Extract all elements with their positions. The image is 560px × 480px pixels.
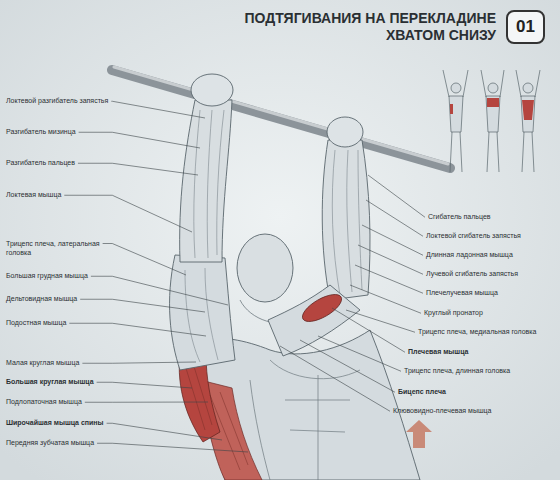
muscle-label: Трицепс плеча, латеральная головка bbox=[6, 240, 106, 257]
torso-lines bbox=[250, 360, 360, 480]
muscle-label: Лучевой сгибатель запястья bbox=[426, 270, 518, 279]
brachialis bbox=[298, 289, 345, 327]
leader-line bbox=[346, 310, 415, 332]
leader-line bbox=[368, 175, 425, 217]
leader-line bbox=[111, 101, 205, 118]
leader-line bbox=[82, 362, 196, 363]
number-badge: 01 bbox=[506, 10, 545, 44]
muscle-label: Локтевой разгибатель запястья bbox=[6, 97, 108, 106]
leader-line bbox=[97, 382, 192, 388]
muscle-label: Передняя зубчатая мышца bbox=[6, 439, 94, 448]
muscle-label: Подлопаточная мышца bbox=[6, 398, 82, 407]
head bbox=[237, 234, 293, 302]
muscle-label: Большая грудная мышца bbox=[6, 272, 88, 281]
leader-line bbox=[97, 443, 248, 452]
right-forearm bbox=[322, 140, 370, 300]
leader-line bbox=[350, 285, 421, 313]
muscle-label: Круглый пронатор bbox=[424, 309, 483, 318]
left-forearm bbox=[180, 100, 232, 262]
leader-line bbox=[85, 402, 208, 403]
muscle-label: Большая круглая мышца bbox=[6, 378, 94, 387]
leader-line bbox=[355, 265, 423, 293]
bar-highlight bbox=[114, 67, 448, 164]
muscle-label: Трицепс плеча, медиальная головка bbox=[418, 328, 536, 337]
muscle-label: Трицепс плеча, длинная головка bbox=[404, 367, 510, 376]
muscle-label: Дельтовидная мышца bbox=[6, 295, 77, 304]
muscle-label: Малая круглая мышца bbox=[6, 359, 79, 368]
leader-line bbox=[318, 336, 401, 371]
left-hand bbox=[191, 74, 233, 106]
leader-line bbox=[366, 200, 423, 236]
muscle-label: Локтевой сгибатель запястья bbox=[426, 232, 521, 241]
left-arm-lines bbox=[185, 110, 224, 362]
muscle-label: Широчайшая мышца спины bbox=[6, 419, 104, 428]
muscle-fibres bbox=[185, 360, 248, 470]
leader-line bbox=[69, 323, 206, 336]
muscle-label: Подостная мышца bbox=[6, 319, 66, 328]
muscle-label: Разгибатель мизинца bbox=[6, 128, 76, 137]
muscle-label: Сгибатель пальцев bbox=[428, 213, 491, 222]
leader-line bbox=[280, 346, 390, 411]
muscle-label: Локтевая мышца bbox=[6, 191, 61, 200]
leader-line bbox=[358, 245, 423, 274]
bar bbox=[112, 70, 450, 168]
muscle-label: Длинная ладонная мышца bbox=[426, 251, 513, 260]
title: ПОДТЯГИВАНИЯ НА ПЕРЕКЛАДИНЕ ХВАТОМ СНИЗУ bbox=[196, 10, 496, 44]
leader-line bbox=[79, 132, 200, 148]
leader-line bbox=[78, 163, 198, 175]
muscle-label: Клювовидно-плечевая мышца bbox=[393, 407, 491, 416]
right-upper-arm bbox=[268, 285, 360, 356]
muscle-label: Плечевая мышца bbox=[408, 348, 468, 357]
muscle-label: Разгибатель пальцев bbox=[6, 159, 75, 168]
leader-line bbox=[107, 423, 222, 440]
direction-arrow bbox=[406, 420, 432, 448]
right-hand bbox=[327, 117, 363, 147]
leader-line bbox=[103, 244, 186, 276]
leader-line bbox=[80, 299, 205, 312]
muscle-label: Бицепс плеча bbox=[398, 388, 446, 397]
inset-figures bbox=[443, 70, 540, 172]
leader-line bbox=[91, 276, 228, 305]
right-arm-lines bbox=[332, 150, 362, 295]
leader-line bbox=[332, 308, 405, 352]
leader-line bbox=[64, 195, 192, 232]
callout-number: 01 bbox=[516, 17, 535, 37]
muscle-label: Плечелучевая мышца bbox=[426, 289, 498, 298]
